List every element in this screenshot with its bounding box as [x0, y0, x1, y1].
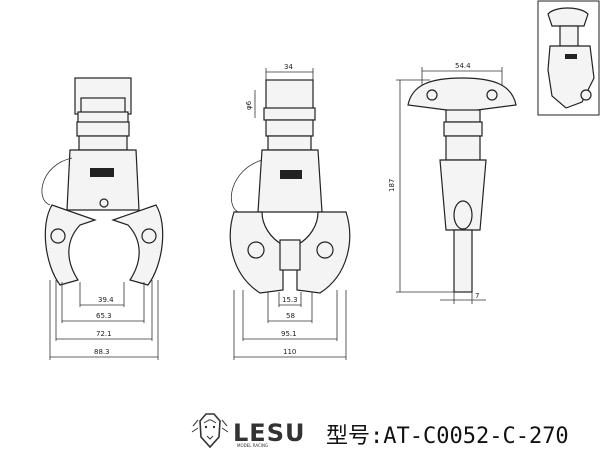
mid-dim-2: 58: [286, 312, 295, 320]
mid-dim-1: 15.3: [282, 296, 298, 304]
mid-top-dim: 34: [284, 63, 293, 71]
lion-head-icon: [191, 413, 229, 449]
brand-name: LESU: [233, 419, 305, 447]
side-height-dim: 187: [388, 179, 396, 192]
front-dim-3: 72.1: [96, 330, 112, 338]
front-dim-2: 65.3: [96, 312, 112, 320]
mid-view: 34 φ6 15.3 58 95.1 110: [229, 63, 351, 360]
iso-inset: [537, 0, 600, 116]
side-bottom-dim: 7: [475, 292, 479, 300]
mid-dim-3: 95.1: [281, 330, 297, 338]
front-dim-1: 39.4: [98, 296, 114, 304]
side-view: 54.4 187 7: [388, 62, 517, 304]
mid-dim-4: 110: [283, 348, 296, 356]
brand-tagline: MODEL RACING: [237, 443, 268, 448]
side-top-dim: 54.4: [455, 62, 471, 70]
front-dim-4: 88.3: [94, 348, 110, 356]
model-number: 型号:AT-C0052-C-270: [326, 424, 569, 449]
model-code: AT-C0052-C-270: [383, 424, 568, 449]
mid-pin-dim: φ6: [245, 100, 253, 110]
front-view: 39.4 65.3 72.1 88.3: [41, 77, 164, 360]
brand-logo: LESU MODEL RACING: [191, 413, 305, 449]
model-label: 型号:: [326, 424, 383, 449]
